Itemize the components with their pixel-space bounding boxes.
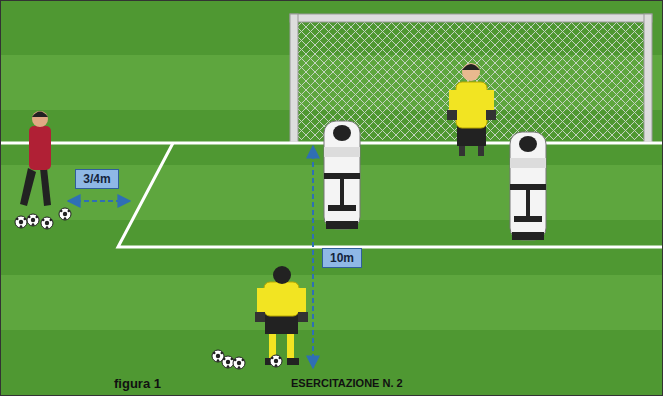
dimension-box: 10m xyxy=(322,248,362,268)
dimension-label: 10m xyxy=(330,251,354,265)
dimension-label: 3/4m xyxy=(83,172,110,186)
dimension-box: 3/4m xyxy=(75,169,119,189)
caption-text: figura 1 xyxy=(114,376,161,391)
caption-text: ESERCITAZIONE N. 2 xyxy=(291,377,403,389)
